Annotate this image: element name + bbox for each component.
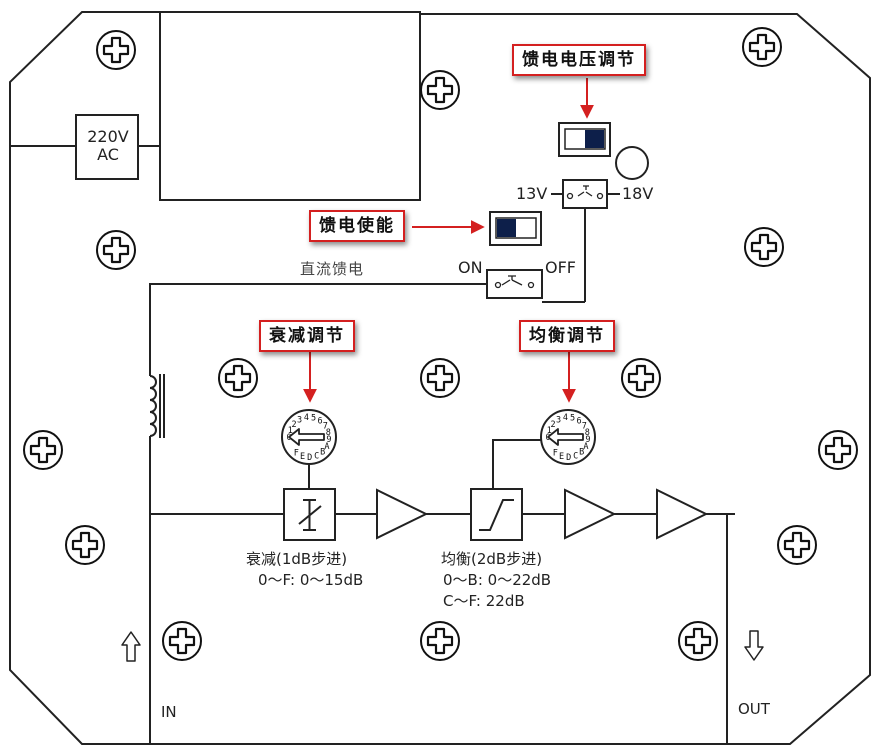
dial-digit: F [294,449,299,459]
power-voltage: 220V [87,127,129,146]
enable-slide-switch[interactable] [489,211,542,246]
input-port-label: IN [161,703,177,721]
attenuation-dial[interactable]: 0123456789ABCDEF [281,409,337,465]
dial-digit: 8 [326,428,331,438]
attenuator-icon [283,488,336,541]
equalizer-range-2: C～F: 22dB [443,592,525,610]
dial-digit: 3 [556,415,561,425]
dial-digit: B [579,448,584,458]
dial-digit: F [553,449,558,459]
switch-on-label: ON [458,258,483,277]
dial-digit: 9 [585,435,590,445]
dial-digit: 9 [326,435,331,445]
callout-equalization-adjust: 均衡调节 [519,320,615,352]
switch-off-label: OFF [545,258,576,277]
in-arrow-icon [121,631,141,662]
dial-digit: C [573,452,578,462]
dial-digit: C [314,452,319,462]
dial-digit: 2 [291,420,296,430]
dial-digit: 3 [297,415,302,425]
equalizer-range-1: 0～B: 0～22dB [443,571,552,589]
attenuator-title: 衰减(1dB步进) [246,550,348,568]
dial-digit: 7 [582,421,587,431]
dial-digit: 6 [318,416,323,426]
partition-line [159,12,421,201]
callout-feed-enable: 馈电使能 [309,210,405,242]
dial-digit: E [559,452,564,462]
dial-digit: 5 [570,414,575,424]
equalizer-icon [470,488,523,541]
callout-attenuation-adjust: 衰减调节 [259,320,355,352]
dial-digit: D [566,453,571,463]
power-type: AC [97,145,119,164]
dial-digit: 7 [323,421,328,431]
power-box [75,114,139,180]
dial-digit: 8 [585,428,590,438]
dial-digit: 4 [304,413,309,423]
voltage-slide-switch[interactable] [558,122,611,157]
power-label: 220V AC [82,128,134,164]
dial-digit: A [324,442,329,452]
dc-feed-line [149,283,487,376]
dial-digit: 2 [550,420,555,430]
switch-18v-label: 18V [622,184,654,203]
dial-digit: B [320,448,325,458]
amplifier-icon [656,488,709,540]
dial-digit: 4 [563,413,568,423]
amplifier-icon [564,488,617,540]
equalization-dial[interactable]: 0123456789ABCDEF [540,409,596,465]
dc-feed-label: 直流馈电 [300,260,365,278]
inductor-icon [149,374,165,438]
voltage-selector-icon [562,179,608,209]
output-port-label: OUT [738,700,770,718]
dial-digit: A [583,442,588,452]
attenuator-range: 0～F: 0～15dB [258,571,364,589]
dial-digit: 5 [311,414,316,424]
indicator-circle [615,146,649,180]
equalizer-title: 均衡(2dB步进) [441,550,543,568]
amplifier-icon [376,488,429,540]
out-arrow-icon [744,630,764,661]
switch-13v-label: 13V [516,184,548,203]
dial-digit: 1 [547,426,552,436]
callout-voltage-adjust: 馈电电压调节 [512,44,646,76]
dial-digit: E [300,452,305,462]
dial-digit: D [307,453,312,463]
dial-digit: 1 [288,426,293,436]
dial-digit: 6 [577,416,582,426]
on-off-switch-icon [486,269,543,299]
